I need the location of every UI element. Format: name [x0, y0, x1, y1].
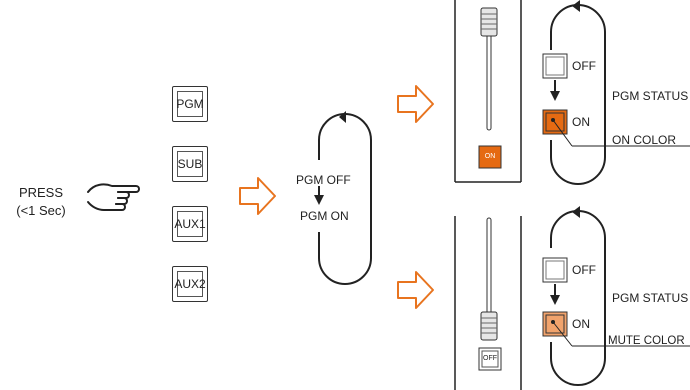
top-fader-panel	[454, 0, 522, 183]
bottom-status-loop	[542, 206, 690, 386]
aux2-button-label: AUX2	[174, 271, 206, 297]
bottom-fader-panel	[454, 216, 522, 390]
top-status-loop	[542, 0, 690, 185]
aux1-button[interactable]: AUX1	[172, 206, 208, 242]
fader-track	[486, 29, 492, 131]
top-on-label: ON	[572, 115, 590, 129]
pgm-button-label: PGM	[176, 91, 204, 117]
fader-knob	[480, 7, 498, 37]
pgm-off-label: PGM OFF	[296, 173, 351, 187]
top-off-label: OFF	[572, 59, 596, 73]
cycle-loop-arrow	[339, 111, 346, 123]
press-duration-label: (<1 Sec)	[16, 203, 66, 218]
bottom-on-label: ON	[572, 317, 590, 331]
aux2-button[interactable]: AUX2	[172, 266, 208, 302]
sub-button-label: SUB	[177, 151, 203, 177]
top-color-label: ON COLOR	[612, 133, 677, 147]
orange-arrow-3	[397, 271, 434, 309]
bottom-fader-button-label: OFF	[483, 355, 497, 362]
top-fader-button-label: ON	[484, 153, 496, 160]
cycle-loop	[318, 113, 372, 285]
pointing-hand-icon	[87, 183, 140, 211]
orange-arrow-1	[239, 177, 276, 215]
fader-track	[486, 217, 492, 315]
sub-button[interactable]: SUB	[172, 146, 208, 182]
fader-on-button	[478, 145, 502, 169]
bottom-off-label: OFF	[572, 263, 596, 277]
top-status-label: PGM STATUS	[612, 89, 689, 103]
bottom-color-label: MUTE COLOR	[608, 335, 685, 347]
orange-arrow-2	[397, 85, 434, 123]
pgm-button[interactable]: PGM	[172, 86, 208, 122]
bottom-status-label: PGM STATUS	[612, 291, 689, 305]
pgm-on-label: PGM ON	[300, 209, 349, 223]
press-label: PRESS	[18, 185, 64, 200]
fader-knob	[480, 311, 498, 341]
aux1-button-label: AUX1	[174, 211, 206, 237]
